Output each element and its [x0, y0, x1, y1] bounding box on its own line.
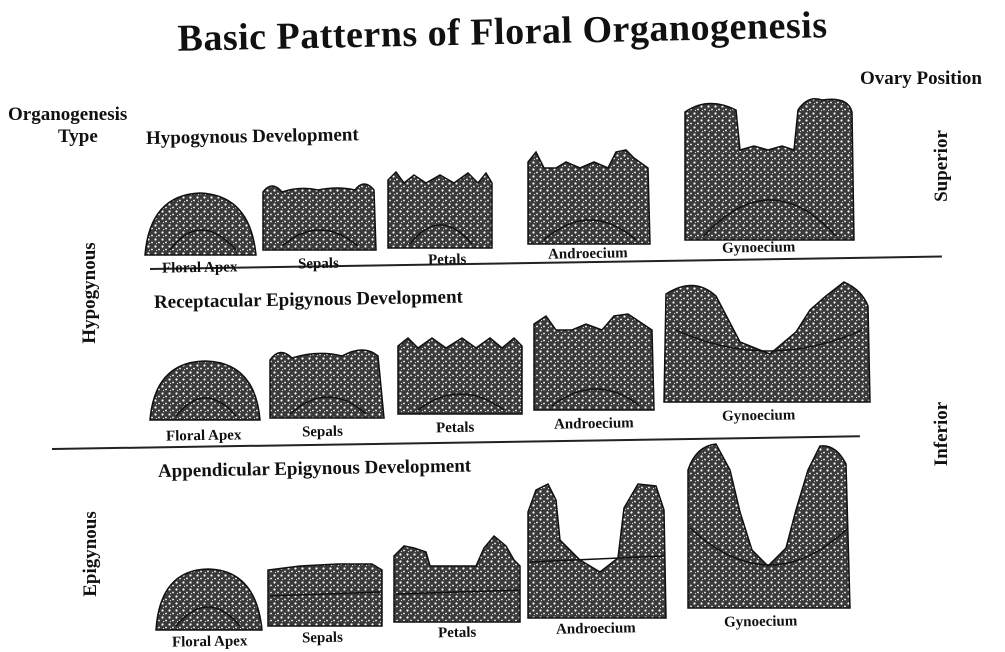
stage-label-r2-sepals: Sepals — [302, 424, 343, 442]
stage-label-r2-petals: Petals — [436, 420, 475, 438]
row3-petals-shape — [394, 536, 520, 622]
stage-label-r2-gynoecium: Gynoecium — [722, 407, 796, 425]
stage-label-r1-gynoecium: Gynoecium — [722, 239, 796, 257]
row2-gynoecium-shape — [664, 282, 870, 402]
stage-label-r3-petals: Petals — [438, 625, 477, 643]
stage-label-r2-floral-apex: Floral Apex — [166, 427, 242, 445]
stage-label-r3-floral-apex: Floral Apex — [172, 633, 248, 651]
stage-label-r1-sepals: Sepals — [298, 256, 339, 274]
stage-label-r3-gynoecium: Gynoecium — [724, 613, 798, 631]
row1-sepals-shape — [263, 184, 376, 250]
stage-label-r1-androecium: Androecium — [548, 245, 628, 263]
stage-label-r2-androecium: Androecium — [554, 415, 634, 433]
stage-label-r3-androecium: Androecium — [556, 620, 636, 638]
row1-petals-shape — [388, 172, 492, 248]
row1-floral-apex-shape — [145, 193, 256, 255]
row3-androecium-shape — [528, 484, 666, 618]
row3-gynoecium-shape — [688, 444, 850, 608]
row2-androecium-shape — [534, 314, 654, 410]
row2-floral-apex-shape — [150, 361, 260, 420]
row2-petals-shape — [398, 338, 522, 414]
row1-gynoecium-shape — [685, 99, 854, 240]
stage-label-r3-sepals: Sepals — [302, 630, 343, 648]
row3-floral-apex-shape — [156, 569, 262, 630]
stage-label-r1-petals: Petals — [428, 252, 467, 270]
stage-label-r1-floral-apex: Floral Apex — [162, 259, 238, 277]
row1-androecium-shape — [528, 150, 650, 244]
row2-sepals-shape — [270, 350, 384, 418]
